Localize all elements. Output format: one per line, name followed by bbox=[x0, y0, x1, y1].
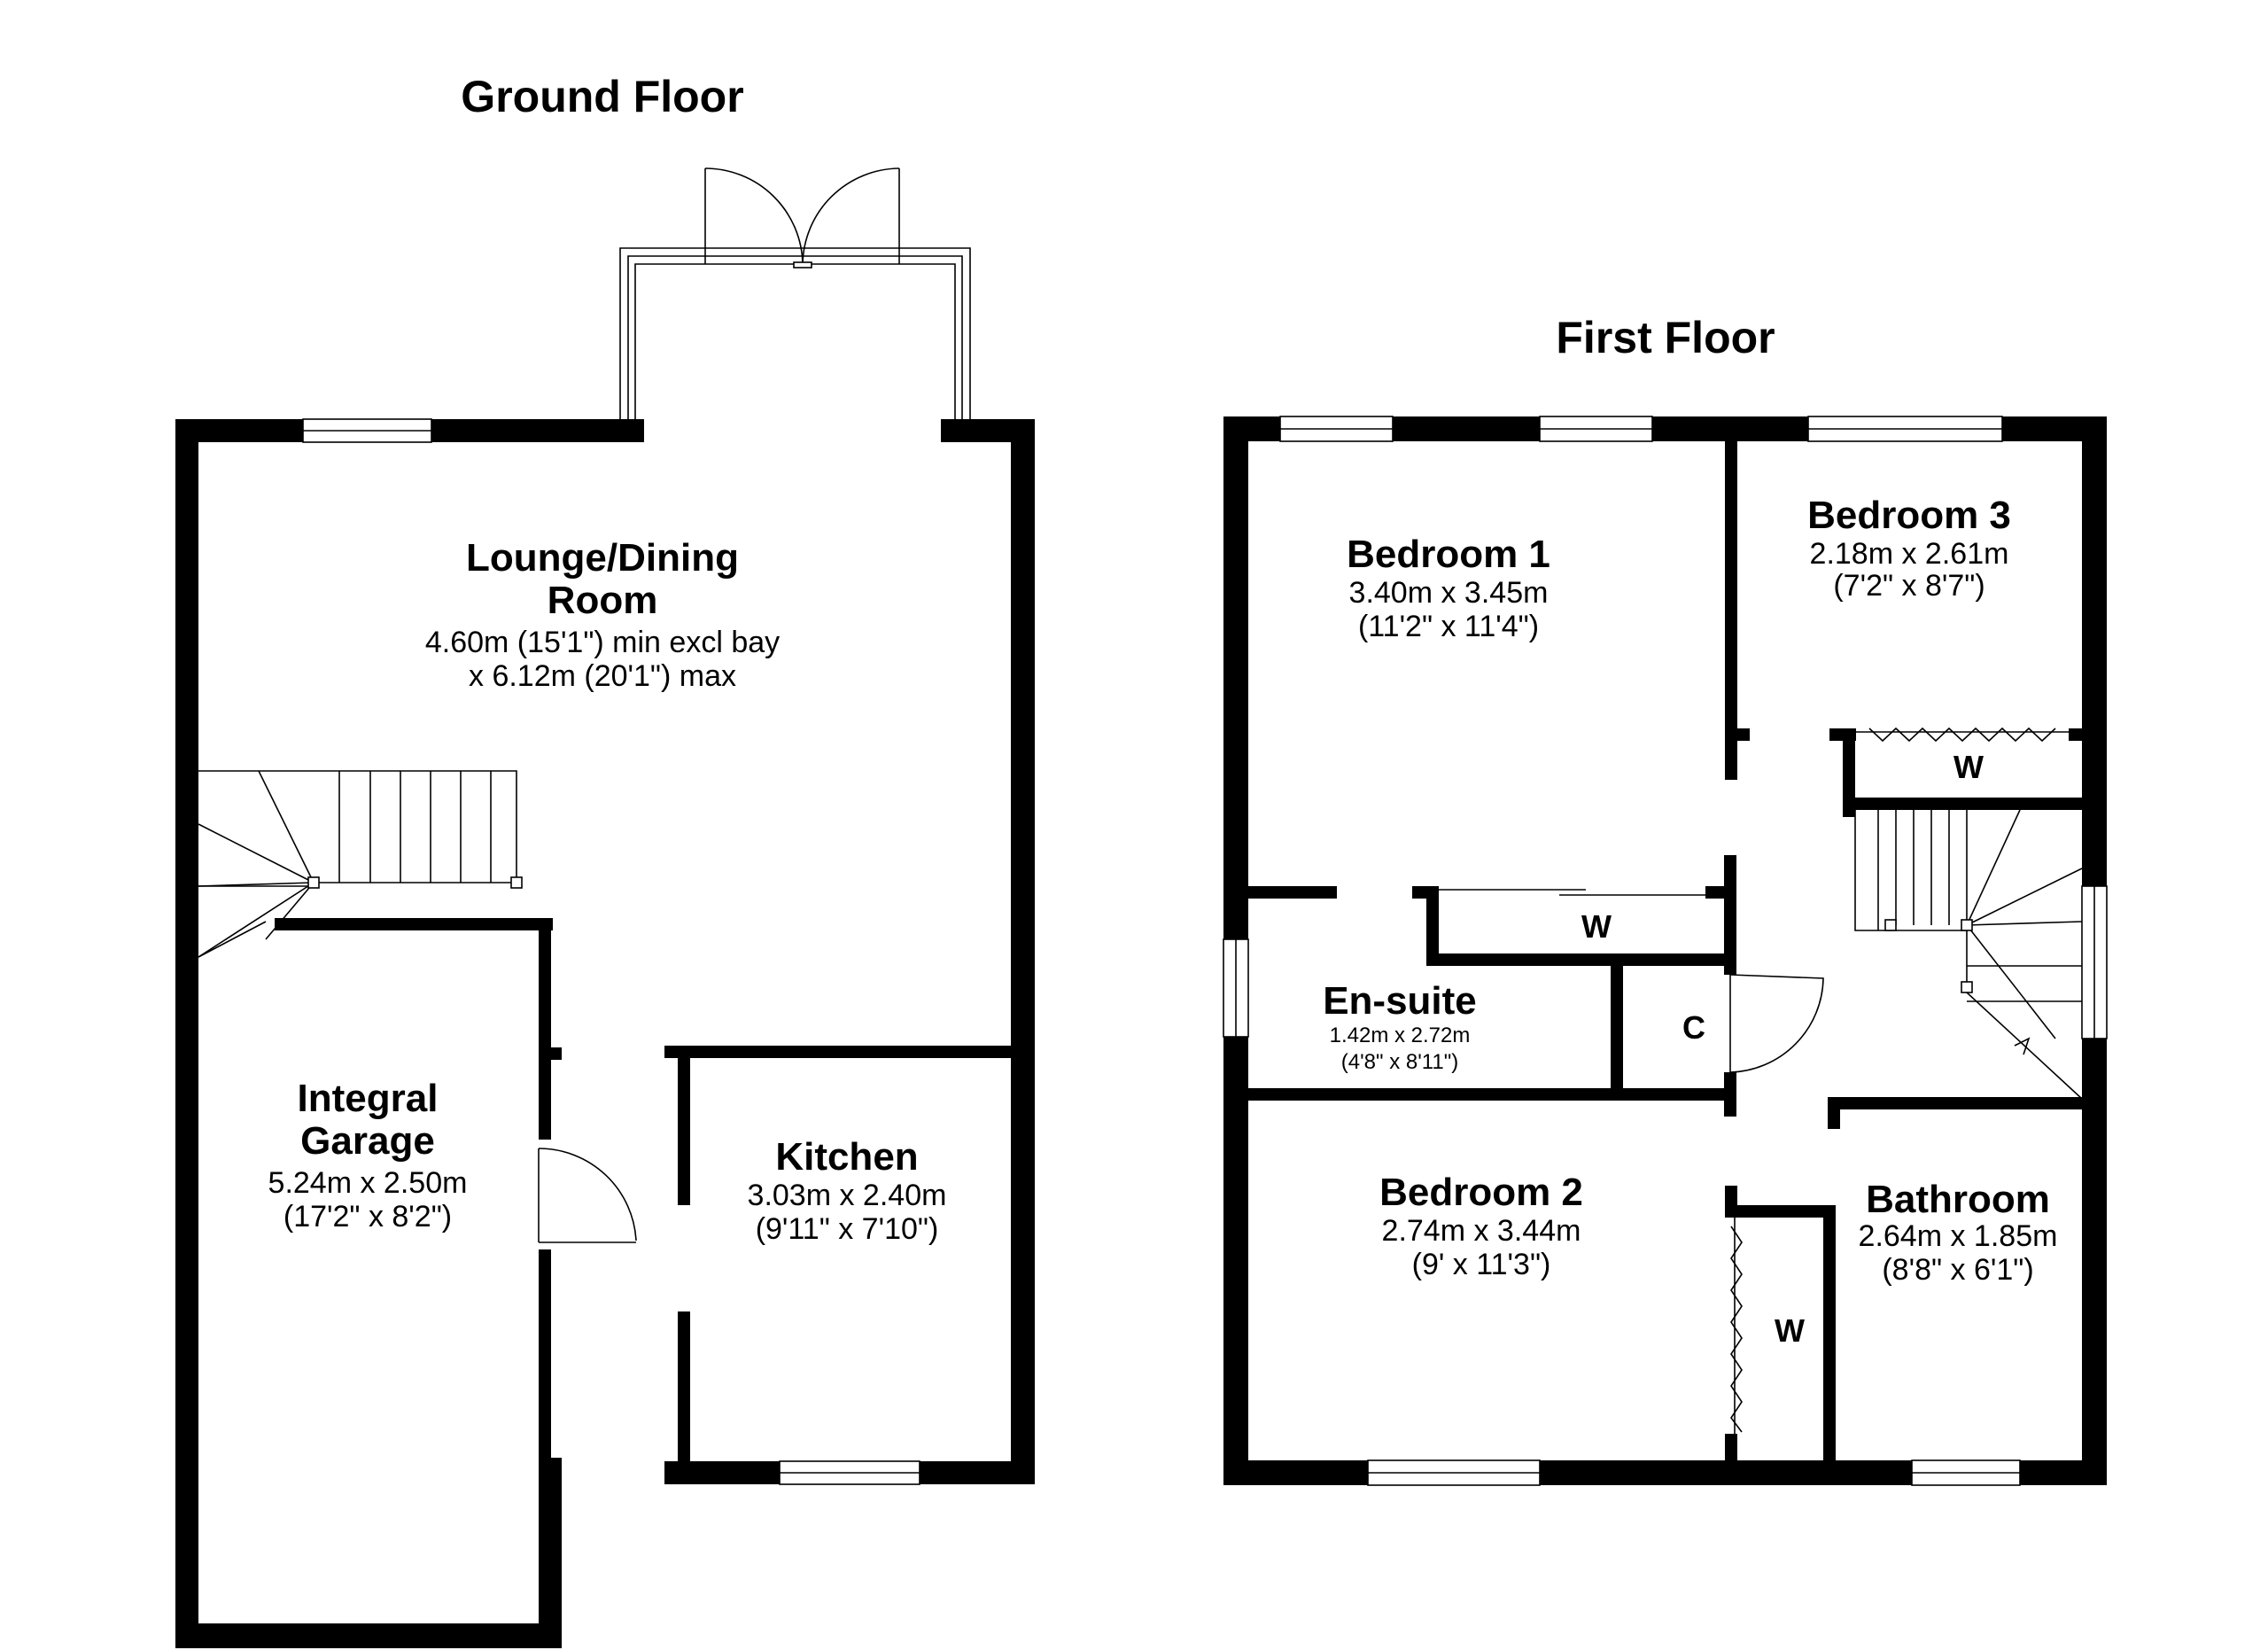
bedroom3-dim-line1: 2.18m x 2.61m bbox=[1810, 537, 2009, 571]
bathroom-dim-line2: (8'8" x 6'1") bbox=[1882, 1253, 2033, 1287]
bathroom-name: Bathroom bbox=[1866, 1178, 2050, 1221]
ground-floor-walls bbox=[175, 419, 1035, 1648]
cupboard-door bbox=[1729, 974, 1824, 1073]
lounge-name-line1: Lounge/Dining bbox=[466, 536, 739, 580]
stairs-first bbox=[1854, 809, 2083, 1100]
bedroom2-name: Bedroom 2 bbox=[1379, 1171, 1583, 1214]
first-floor-title: First Floor bbox=[1556, 313, 1775, 362]
garage-name-line1: Integral bbox=[298, 1077, 439, 1120]
lounge-dim-line2: x 6.12m (20'1") max bbox=[469, 659, 736, 693]
bedroom1-name: Bedroom 1 bbox=[1347, 533, 1550, 576]
bedroom3-name: Bedroom 3 bbox=[1807, 494, 2011, 537]
garage-name-line2: Garage bbox=[300, 1119, 435, 1163]
cupboard-label: C bbox=[1682, 1009, 1705, 1046]
lounge-name-line2: Room bbox=[548, 579, 658, 622]
garage-dim-line1: 5.24m x 2.50m bbox=[268, 1166, 468, 1200]
wardrobe-label-bedroom2: W bbox=[1775, 1312, 1805, 1349]
wardrobe-label-bedroom1: W bbox=[1581, 908, 1612, 945]
bedroom1-dim-line2: (11'2" x 11'4") bbox=[1358, 610, 1539, 643]
stairs-ground bbox=[198, 770, 523, 958]
ground-floor-plan: Ground Floor bbox=[175, 72, 1035, 1648]
ground-floor-title: Ground Floor bbox=[461, 72, 743, 121]
wardrobe-doors-bedroom1 bbox=[1439, 889, 1705, 896]
kitchen-dim-line2: (9'11" x 7'10") bbox=[756, 1212, 939, 1246]
bay-french-doors bbox=[619, 167, 971, 419]
first-floor-plan: First Floor bbox=[1223, 313, 2108, 1486]
ensuite-dim-line2: (4'8" x 8'11") bbox=[1341, 1050, 1458, 1074]
bedroom3-dim-line2: (7'2" x 8'7") bbox=[1833, 569, 1984, 603]
garage-door bbox=[538, 1148, 637, 1243]
bedroom1-dim-line1: 3.40m x 3.45m bbox=[1349, 576, 1549, 610]
first-floor-windows bbox=[1223, 416, 2108, 1486]
first-floor-walls bbox=[1223, 416, 2107, 1485]
bedroom2-dim-line1: 2.74m x 3.44m bbox=[1382, 1214, 1581, 1248]
ensuite-dim-line1: 1.42m x 2.72m bbox=[1330, 1023, 1471, 1047]
wardrobe-label-bedroom3: W bbox=[1953, 749, 1984, 785]
bedroom2-dim-line2: (9' x 11'3") bbox=[1412, 1248, 1551, 1281]
wardrobe-doors-bedroom2 bbox=[1730, 1216, 1743, 1434]
lounge-dim-line1: 4.60m (15'1") min excl bay bbox=[425, 626, 780, 659]
kitchen-name: Kitchen bbox=[775, 1135, 918, 1179]
bathroom-dim-line1: 2.64m x 1.85m bbox=[1859, 1219, 2058, 1253]
wardrobe-doors-bedroom3 bbox=[1856, 727, 2069, 743]
ensuite-name: En-suite bbox=[1323, 979, 1477, 1023]
garage-dim-line2: (17'2" x 8'2") bbox=[284, 1200, 452, 1234]
kitchen-dim-line1: 3.03m x 2.40m bbox=[748, 1179, 947, 1212]
